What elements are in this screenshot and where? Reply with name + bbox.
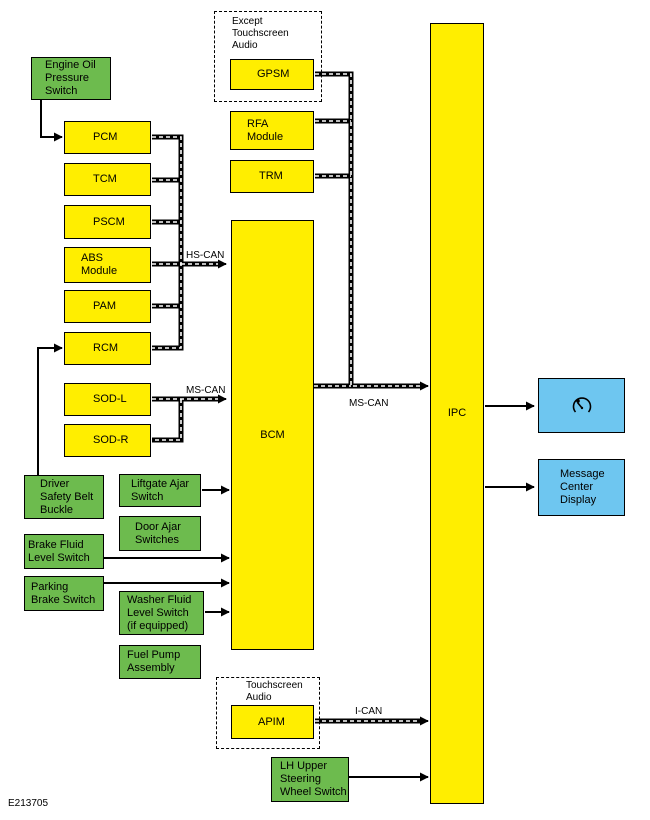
message-center-label: Message Center Display xyxy=(560,468,605,506)
pscm-module[interactable]: PSCM xyxy=(64,205,151,239)
driver-safety-belt-buckle[interactable]: Driver Safety Belt Buckle xyxy=(24,475,104,519)
gauge-display[interactable] xyxy=(538,378,625,433)
sod-r-label: SOD-R xyxy=(93,434,129,446)
fuel-pump-assembly-label: Fuel Pump Assembly xyxy=(127,649,181,674)
sod-r-module[interactable]: SOD-R xyxy=(64,424,151,457)
lh-upper-steering-wheel-switch-label: LH Upper Steering Wheel Switch xyxy=(280,760,347,798)
trm-label: TRM xyxy=(259,170,283,182)
hs-can-label: HS-CAN xyxy=(186,250,225,261)
fuel-pump-assembly[interactable]: Fuel Pump Assembly xyxy=(119,645,201,679)
tcm-module[interactable]: TCM xyxy=(64,163,151,196)
washer-fluid-level-switch-label: Washer Fluid Level Switch (if equipped) xyxy=(127,593,192,632)
lh-upper-steering-wheel-switch[interactable]: LH Upper Steering Wheel Switch xyxy=(271,757,349,802)
door-ajar-switches-label: Door Ajar Switches xyxy=(135,520,181,546)
parking-brake-switch-label: Parking Brake Switch xyxy=(31,580,96,606)
pcm-module[interactable]: PCM xyxy=(64,121,151,154)
message-center-display[interactable]: Message Center Display xyxy=(538,459,625,516)
group-label-except-touchscreen-audio: Except Touchscreen Audio xyxy=(232,16,289,51)
pam-label: PAM xyxy=(93,300,117,312)
rfa-label: RFA Module xyxy=(247,117,284,143)
hs-can-bus xyxy=(152,134,227,351)
hardwired-inputs xyxy=(37,98,535,782)
brake-fluid-level-switch-label: Brake Fluid Level Switch xyxy=(28,538,90,564)
ms-can-left-label: MS-CAN xyxy=(186,385,226,396)
washer-fluid-level-switch[interactable]: Washer Fluid Level Switch (if equipped) xyxy=(119,591,204,635)
figure-id: E213705 xyxy=(8,798,49,809)
ms-can-right-bus xyxy=(314,71,429,391)
engine-oil-pressure-switch-label: Engine Oil Pressure Switch xyxy=(45,59,96,97)
bcm-label: BCM xyxy=(260,428,285,441)
sod-l-module[interactable]: SOD-L xyxy=(64,383,151,416)
ms-can-left-bus xyxy=(152,394,227,443)
pam-module[interactable]: PAM xyxy=(64,290,151,323)
abs-module[interactable]: ABS Module xyxy=(64,247,151,283)
group-except-touchscreen-audio xyxy=(214,11,322,102)
group-touchscreen-audio xyxy=(216,677,320,749)
apim-label: APIM xyxy=(258,715,285,728)
ipc-label: IPC xyxy=(447,407,467,419)
group-label-touchscreen-audio: Touchscreen Audio xyxy=(246,680,303,703)
gpsm-label: GPSM xyxy=(257,68,290,80)
liftgate-ajar-switch-label: Liftgate Ajar Switch xyxy=(131,477,190,503)
rcm-module[interactable]: RCM xyxy=(64,332,151,365)
rfa-module[interactable]: RFA Module xyxy=(230,111,314,150)
bcm-module[interactable]: BCM xyxy=(231,220,314,650)
gpsm-module[interactable]: GPSM xyxy=(230,59,314,90)
pscm-label: PSCM xyxy=(93,215,125,228)
speedometer-icon xyxy=(572,396,591,413)
apim-module[interactable]: APIM xyxy=(231,705,314,739)
engine-oil-pressure-switch[interactable]: Engine Oil Pressure Switch xyxy=(31,57,111,100)
rcm-label: RCM xyxy=(93,342,119,354)
trm-module[interactable]: TRM xyxy=(230,160,314,193)
liftgate-ajar-switch[interactable]: Liftgate Ajar Switch xyxy=(119,474,201,507)
pcm-label: PCM xyxy=(93,131,118,143)
brake-fluid-level-switch[interactable]: Brake Fluid Level Switch xyxy=(24,534,104,569)
abs-label: ABS Module xyxy=(81,252,118,277)
door-ajar-switches[interactable]: Door Ajar Switches xyxy=(119,516,201,551)
i-can-label: I-CAN xyxy=(355,706,383,717)
sod-l-label: SOD-L xyxy=(93,393,127,405)
ipc-module[interactable]: IPC xyxy=(430,23,484,804)
parking-brake-switch[interactable]: Parking Brake Switch xyxy=(24,576,104,611)
tcm-label: TCM xyxy=(93,173,117,185)
driver-safety-belt-buckle-label: Driver Safety Belt Buckle xyxy=(40,477,94,516)
ms-can-right-label: MS-CAN xyxy=(349,398,389,409)
